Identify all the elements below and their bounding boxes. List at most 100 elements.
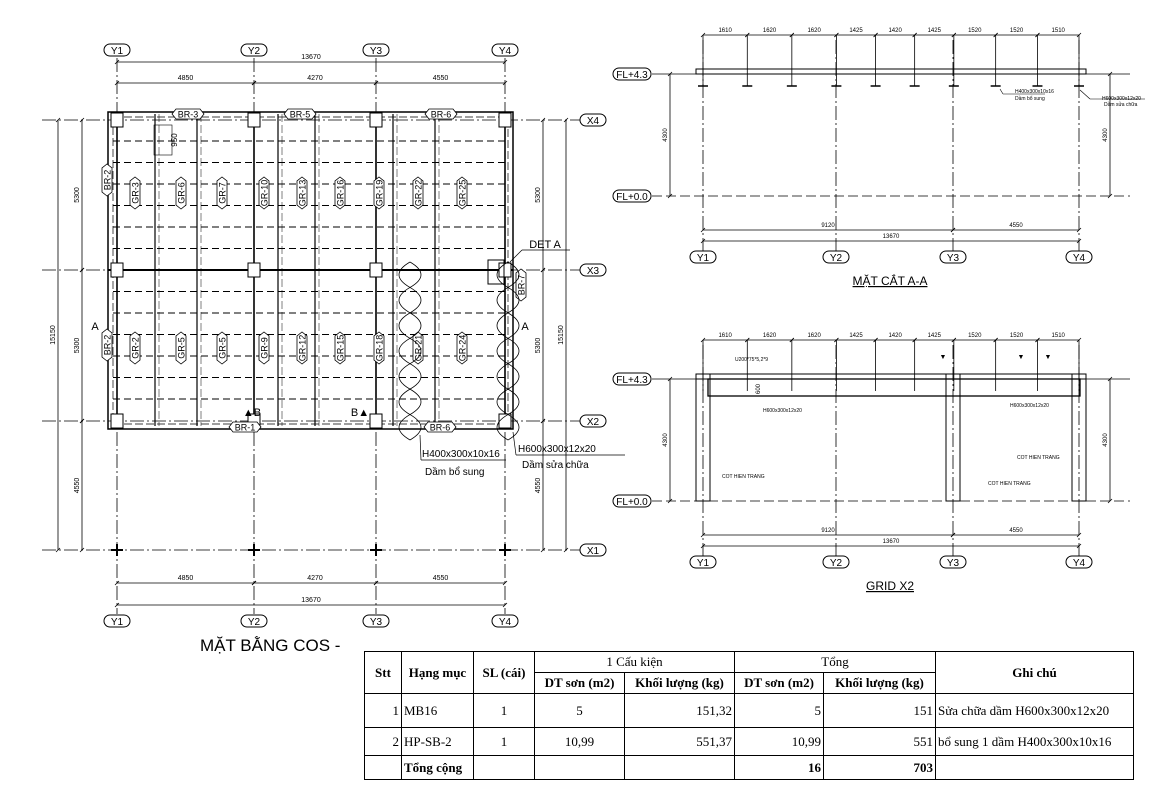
- tick: [1107, 193, 1113, 199]
- note-added-beam-sub: Dầm bổ sung: [425, 466, 484, 478]
- girder-tag-shape: [456, 331, 468, 365]
- header-area-total: DT sơn (m2): [734, 672, 824, 694]
- table-header-row: Stt Hạng mục SL (cái) 1 Cấu kiện Tổng Gh…: [364, 651, 1134, 694]
- grid-x2-top-dim: 1425: [928, 333, 942, 339]
- dim-bay-bottom: 4270: [307, 575, 323, 582]
- section-marker-a-right: A: [521, 321, 529, 333]
- grid-x2-purlin-note: U200*75*5,2*9: [735, 357, 768, 363]
- table-row: 2 HP-SB-2 1 10,99 551,37 10,99 551 bổ su…: [364, 727, 1134, 756]
- girder-tag: GR-3: [129, 176, 141, 210]
- grid-bubble-bottom-Y1-label: Y1: [111, 617, 124, 628]
- section-aa-top-dim: 1520: [968, 28, 982, 34]
- brace-tag-shape: [101, 328, 113, 362]
- tick: [1076, 543, 1082, 549]
- brace-tag-shape: [101, 163, 113, 197]
- tick: [950, 532, 956, 538]
- girder-tag-shape: [175, 331, 187, 365]
- note-repair-beam-sub: Dầm sửa chữa: [522, 459, 589, 471]
- girder-tag: GR-6: [175, 176, 187, 210]
- grid-x2-grid-bubble-label: Y2: [830, 558, 843, 569]
- section-aa-dim-total: 13670: [883, 234, 900, 240]
- brace-tag-label: BR-5: [290, 110, 311, 120]
- brace-tag-shape: [283, 108, 317, 120]
- tick: [55, 547, 61, 553]
- section-aa-grid-bubble: [689, 250, 717, 264]
- girder-tag: GR-16: [334, 176, 346, 210]
- section-marker-b-right: B▲: [351, 407, 369, 419]
- tick: [502, 580, 508, 586]
- column: [498, 112, 512, 128]
- dim-right-total: 15150: [558, 325, 565, 345]
- section-aa-level-top: [612, 67, 652, 81]
- girder-tag-label: GR-24: [458, 335, 468, 362]
- grid-x2-level-top-label: FL+4.3: [616, 375, 648, 386]
- girder-tag: GR-22: [412, 176, 424, 210]
- brace-tag: BR-3: [171, 108, 205, 120]
- girder-tag-label: GR-12: [298, 335, 308, 362]
- girder-tag-shape: [456, 176, 468, 210]
- girder-tag-shape: [216, 331, 228, 365]
- section-aa-title: MẶT CẮT A-A: [853, 273, 928, 288]
- grid-x2-beam-note1: H600x300x12x20: [763, 408, 802, 414]
- grid-bubble-top-Y1: [103, 43, 131, 57]
- dim-total-top: 13670: [301, 54, 321, 61]
- girder-tag: GR-2: [129, 331, 141, 365]
- girder-tag-shape: [258, 331, 270, 365]
- girder-tag: GR-25: [456, 176, 468, 210]
- grid-x2-grid-bubble: [689, 555, 717, 569]
- column: [369, 262, 383, 278]
- section-aa-dim-9120: 9120: [821, 223, 835, 229]
- section-aa-top-dim: 1420: [888, 28, 902, 34]
- column: [498, 262, 512, 278]
- girder-tag: GR-12: [296, 331, 308, 365]
- girder-tag: GR-19: [373, 176, 385, 210]
- total-label: Tổng cộng: [401, 755, 474, 780]
- section-aa-dim-4550: 4550: [1009, 223, 1023, 229]
- tick: [114, 602, 120, 608]
- section-aa-grid-bubble: [939, 250, 967, 264]
- tick: [700, 543, 706, 549]
- leader: [1079, 89, 1091, 100]
- tick: [540, 267, 546, 273]
- cell-weight: 551,37: [624, 727, 735, 756]
- brace-tag: BR-2: [101, 328, 113, 362]
- header-per-unit: 1 Cấu kiện: [534, 651, 735, 673]
- tick: [114, 580, 120, 586]
- grid-x2-grid-bubble: [939, 555, 967, 569]
- section-aa-note1-sub: Dầm bổ sung: [1015, 95, 1045, 102]
- grid-x2-dim-9120: 9120: [821, 528, 835, 534]
- brace-tag: BR-2: [101, 163, 113, 197]
- grid-bubble-bottom-Y1: [103, 614, 131, 628]
- dim-bay-top: 4270: [307, 75, 323, 82]
- dim-bay-bottom: 4850: [178, 575, 194, 582]
- dim-right: 4550: [535, 478, 542, 494]
- brace-tag: BR-5: [283, 108, 317, 120]
- girder-tag-shape: [129, 176, 141, 210]
- tick: [79, 117, 85, 123]
- header-weight-total: Khối lượng (kg): [823, 672, 936, 694]
- section-aa-top-dim: 1425: [849, 28, 863, 34]
- dim-right: 5300: [535, 338, 542, 354]
- tick: [540, 117, 546, 123]
- plan-title: MẶT BẰNG COS -: [200, 636, 340, 655]
- grid-x2-top-dim: 1520: [968, 333, 982, 339]
- girder-tag-label: GR-22: [414, 180, 424, 207]
- header-note: Ghi chú: [935, 651, 1134, 694]
- cell-empty: [364, 755, 402, 780]
- section-aa-note1: H400x300x10x16: [1015, 89, 1054, 95]
- cell-qty: 1: [473, 727, 535, 756]
- tick: [251, 580, 257, 586]
- grid-x2-top-dim: 1420: [888, 333, 902, 339]
- section-marker-a-left: A: [91, 321, 99, 333]
- girder-tag-shape: [258, 176, 270, 210]
- girder-tag-shape: [296, 331, 308, 365]
- cell-stt: 2: [364, 727, 402, 756]
- girder-tag: GR-5: [216, 331, 228, 365]
- cell-empty: [473, 755, 535, 780]
- grid-x2-col-note2: COT HIEN TRANG: [988, 481, 1031, 487]
- brace-tag-shape: [424, 108, 458, 120]
- section-aa-top-dim: 1620: [807, 28, 821, 34]
- tick: [502, 602, 508, 608]
- grid-bubble-top-Y3: [362, 43, 390, 57]
- tick: [667, 376, 673, 382]
